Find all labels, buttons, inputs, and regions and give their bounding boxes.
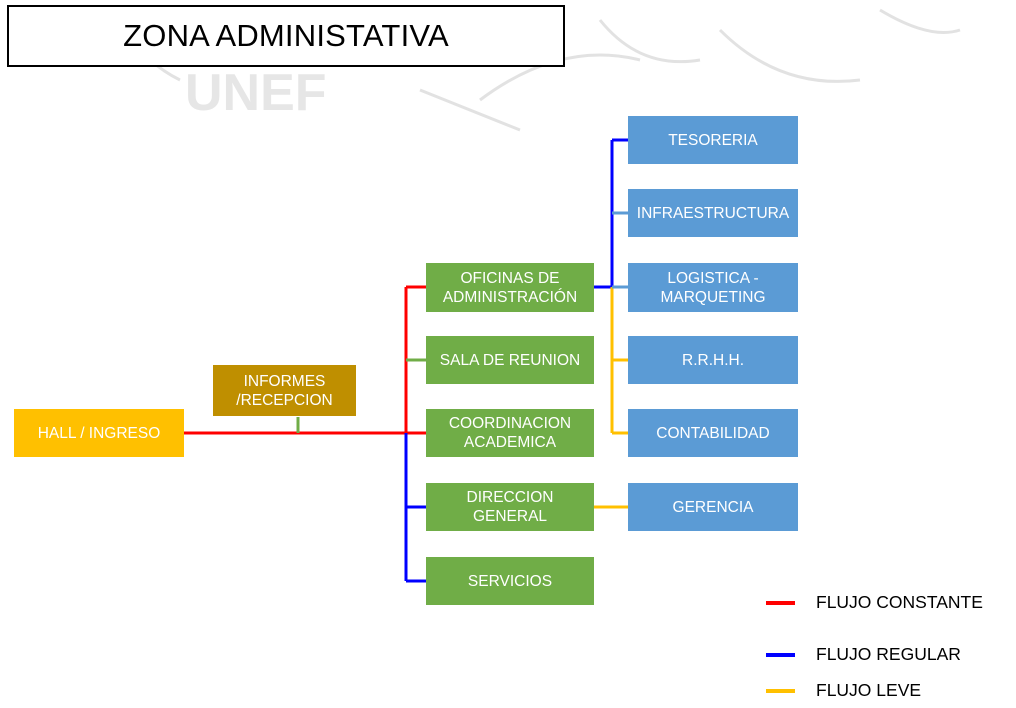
legend-swatch-blue <box>766 652 795 657</box>
node-servicios: SERVICIOS <box>426 557 594 605</box>
legend-label: FLUJO CONSTANTE <box>816 592 983 612</box>
legend-swatch-red <box>766 600 795 605</box>
node-informes-recepcion: INFORMES /RECEPCION <box>213 365 356 416</box>
legend-item-light: FLUJO LEVE <box>766 680 921 701</box>
node-tesoreria: TESORERIA <box>628 116 798 164</box>
legend-item-regular: FLUJO REGULAR <box>766 644 961 665</box>
node-logistica-marqueting: LOGISTICA - MARQUETING <box>628 263 798 312</box>
legend-item-constant: FLUJO CONSTANTE <box>766 592 983 613</box>
node-sala-reunion: SALA DE REUNION <box>426 336 594 384</box>
node-rrhh: R.R.H.H. <box>628 336 798 384</box>
node-hall-ingreso: HALL / INGRESO <box>14 409 184 457</box>
node-gerencia: GERENCIA <box>628 483 798 531</box>
page-title: ZONA ADMINISTATIVA <box>7 5 565 67</box>
legend-label: FLUJO LEVE <box>816 680 922 700</box>
node-coordinacion-academica: COORDINACION ACADEMICA <box>426 409 594 457</box>
node-contabilidad: CONTABILIDAD <box>628 409 798 457</box>
node-oficinas-administracion: OFICINAS DE ADMINISTRACIÓN <box>426 263 594 312</box>
legend-swatch-yellow <box>766 688 795 693</box>
node-infraestructura: INFRAESTRUCTURA <box>628 189 798 237</box>
legend-label: FLUJO REGULAR <box>816 644 961 664</box>
node-direccion-general: DIRECCION GENERAL <box>426 483 594 531</box>
